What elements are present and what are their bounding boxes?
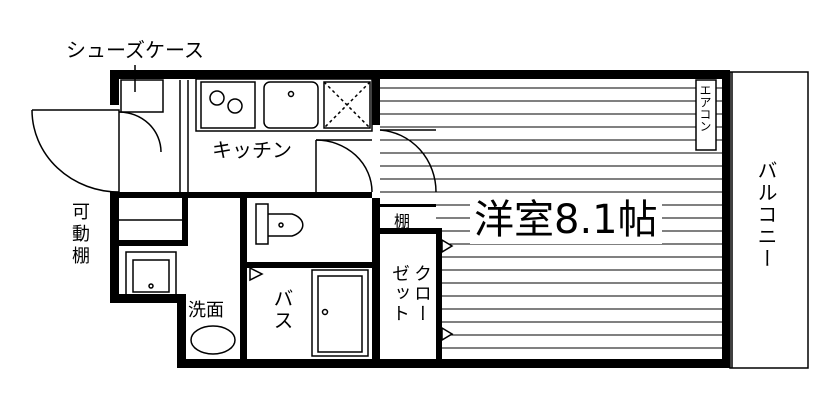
aircon-box (695, 79, 717, 151)
shoe-case (120, 65, 164, 113)
shoe-case-label: シューズケース (66, 38, 204, 62)
aircon-label: エアコン (698, 84, 712, 132)
closet-doors (441, 238, 454, 342)
bath-label: バス (270, 288, 294, 332)
balcony (726, 71, 809, 369)
movable-shelf-label: 可動棚 (72, 202, 92, 267)
kitchen-counter (179, 78, 373, 192)
kitchen-label: キッチン (210, 134, 294, 163)
bathtub-icon (249, 266, 369, 357)
shelf-label: 棚 (394, 212, 411, 231)
wash-fixtures (125, 251, 236, 355)
inner-doors (188, 129, 437, 196)
toilet-icon (255, 203, 304, 245)
closet-label: クロー ゼット (389, 264, 432, 324)
washroom-label: 洗面 (188, 296, 224, 322)
room-label: 洋室8.1帖 (470, 196, 662, 244)
entrance-door-icon (31, 109, 162, 193)
balcony-label: バルコニー (754, 160, 778, 270)
